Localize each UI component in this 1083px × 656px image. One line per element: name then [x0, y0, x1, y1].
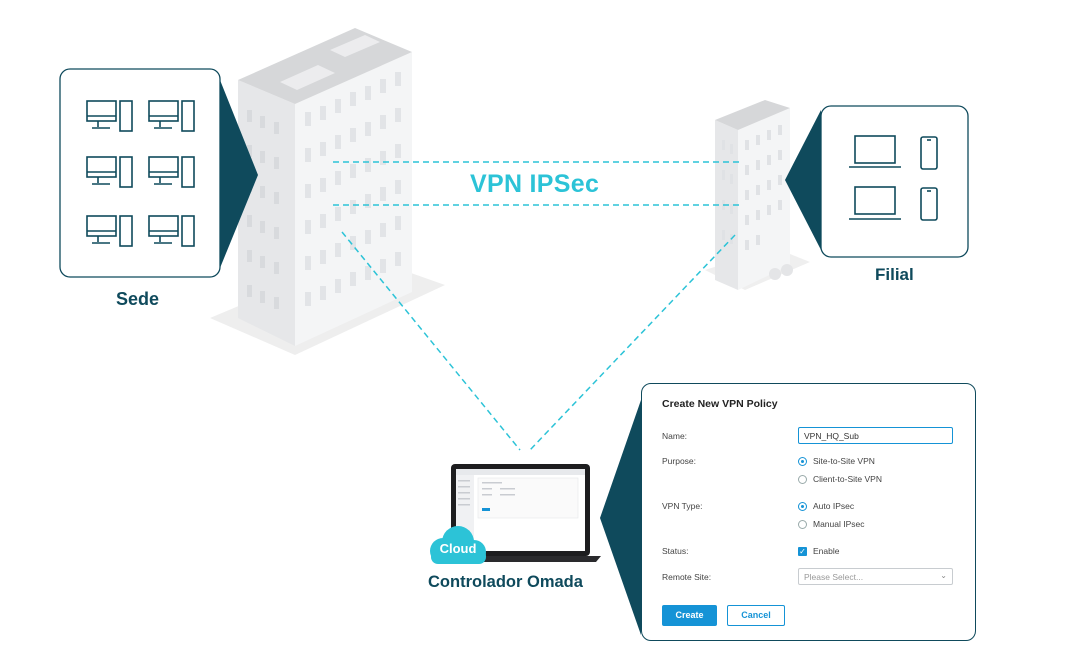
radio-unselected-icon[interactable]	[798, 474, 807, 484]
radio-selected-icon[interactable]	[798, 456, 807, 466]
name-label: Name:	[662, 431, 688, 441]
purpose-option-label: Site-to-Site VPN	[813, 456, 875, 466]
vpn-type-option-label: Manual IPsec	[813, 519, 865, 529]
remote-site-placeholder: Please Select...	[804, 572, 864, 582]
vpn-type-option-manual[interactable]: Manual IPsec	[798, 519, 865, 529]
remote-site-select[interactable]: Please Select... ⌄	[798, 568, 953, 585]
remote-site-label: Remote Site:	[662, 572, 712, 582]
dialog-pointer	[600, 400, 641, 635]
checkmark-icon[interactable]: ✓	[798, 546, 807, 556]
branch-device-panel	[785, 105, 969, 258]
vpn-policy-dialog: Create New VPN Policy Name: VPN_HQ_Sub P…	[641, 383, 976, 641]
vpn-type-option-auto[interactable]: Auto IPsec	[798, 501, 854, 511]
vpn-type-label: VPN Type:	[662, 501, 703, 511]
branch-building	[715, 100, 793, 290]
desktop-computer-icon	[86, 100, 195, 247]
vpn-tunnel-label: VPN IPSec	[470, 170, 600, 198]
radio-selected-icon[interactable]	[798, 501, 807, 511]
laptop-screen-icon	[440, 464, 601, 562]
cloud-icon	[430, 526, 486, 564]
create-button[interactable]: Create	[662, 605, 717, 626]
purpose-option-site-to-site[interactable]: Site-to-Site VPN	[798, 456, 875, 466]
controller-label: Controlador Omada	[428, 573, 583, 591]
status-option-label: Enable	[813, 546, 840, 556]
radio-unselected-icon[interactable]	[798, 519, 807, 529]
vpn-tunnel-lines	[333, 161, 740, 451]
cancel-button[interactable]: Cancel	[727, 605, 785, 626]
status-label: Status:	[662, 546, 689, 556]
purpose-label: Purpose:	[662, 456, 697, 466]
purpose-option-client-to-site[interactable]: Client-to-Site VPN	[798, 474, 882, 484]
hq-device-panel	[59, 68, 258, 278]
status-enable-checkbox[interactable]: ✓ Enable	[798, 546, 839, 556]
smartphone-icon	[920, 136, 938, 221]
laptop-icon	[849, 135, 901, 220]
name-input[interactable]: VPN_HQ_Sub	[798, 427, 953, 444]
cloud-label: Cloud	[439, 541, 477, 556]
dialog-title: Create New VPN Policy	[662, 398, 778, 410]
purpose-option-label: Client-to-Site VPN	[813, 474, 882, 484]
hq-building	[238, 28, 412, 346]
vpn-type-option-label: Auto IPsec	[813, 501, 855, 511]
chevron-down-icon: ⌄	[940, 571, 947, 580]
branch-label: Filial	[875, 265, 914, 284]
headquarters-label: Sede	[116, 289, 160, 309]
